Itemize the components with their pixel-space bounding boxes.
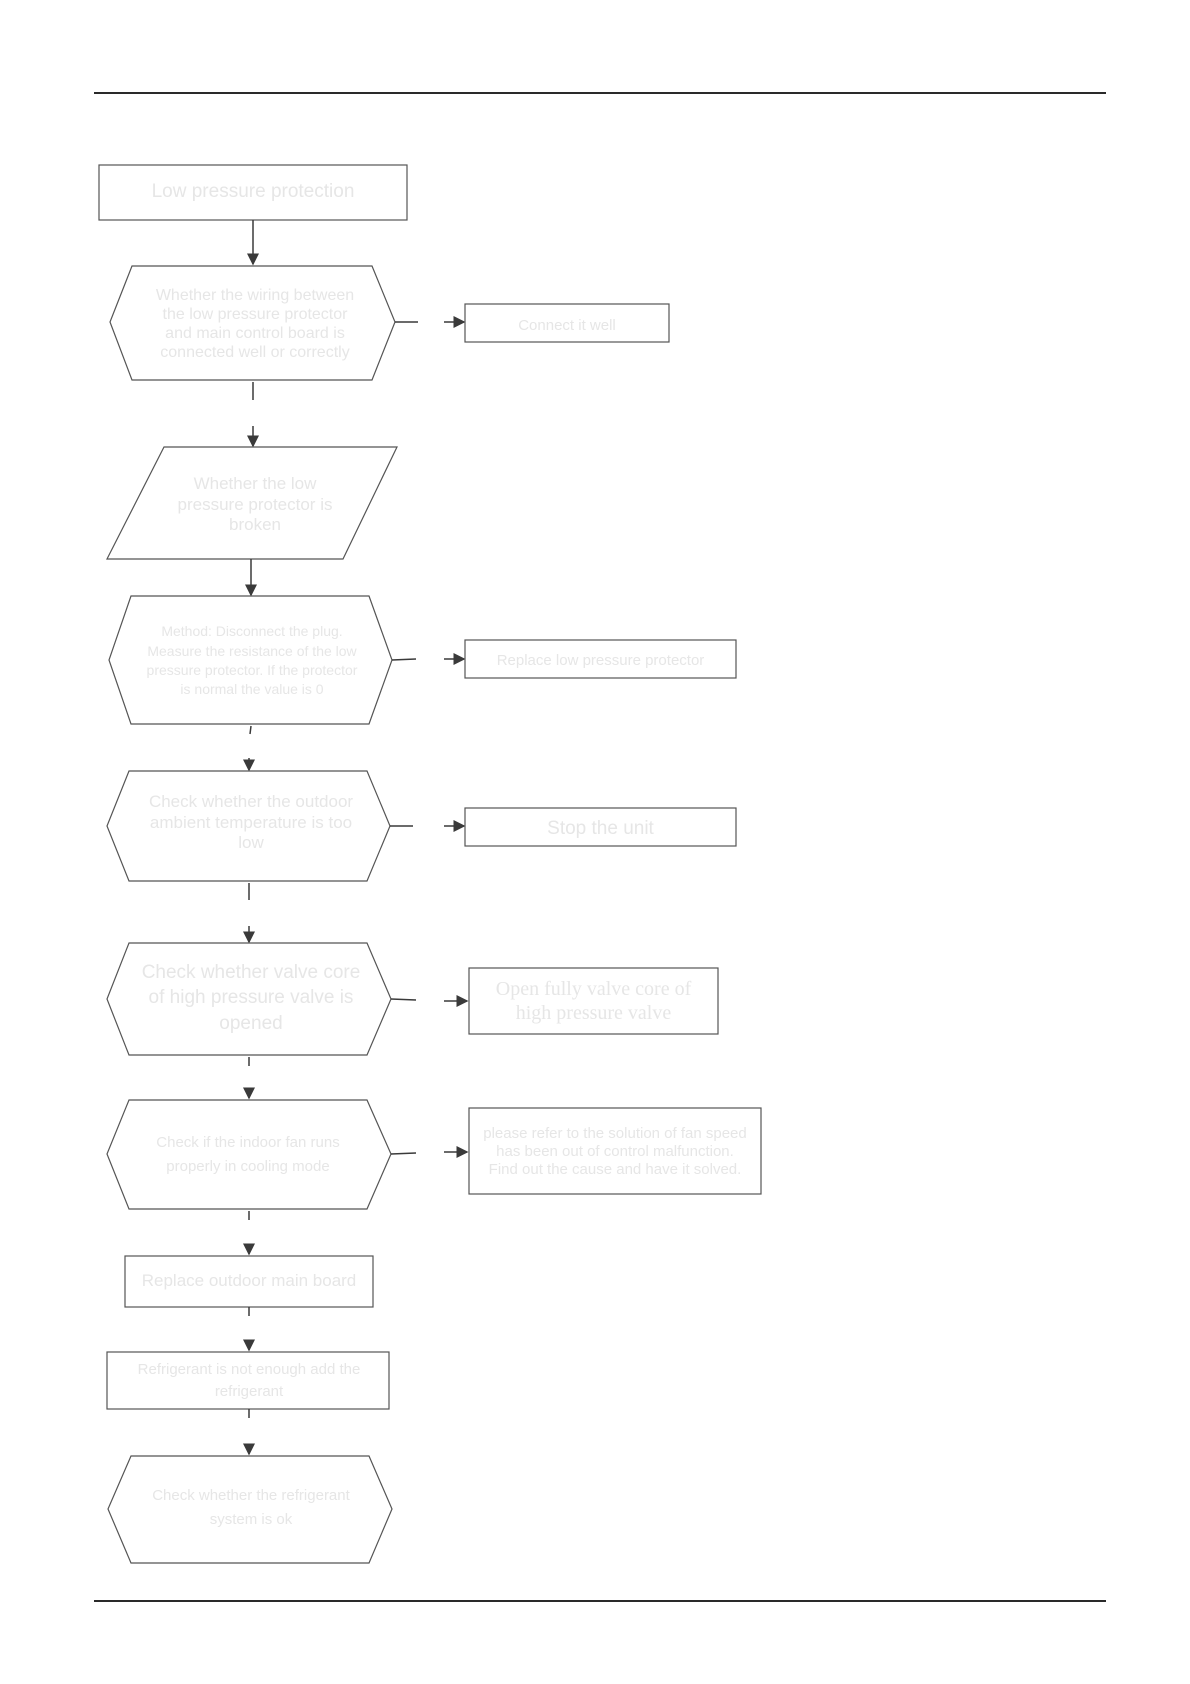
action-replace-protector-box (464, 639, 737, 679)
step-fan-label: Check if the indoor fan runs properly in… (156, 1134, 340, 1175)
connector (390, 1152, 417, 1155)
step-method-label: Method: Disconnect the plug. Measure the… (146, 623, 358, 698)
method-hexagon (108, 595, 393, 725)
step-refrigerant-ok-label: Check whether the refrigerant system is … (152, 1487, 350, 1528)
decision-fan-hexagon (106, 1099, 392, 1210)
action-stop-box (464, 807, 737, 847)
decision-refrigerant-hexagon (107, 1455, 393, 1564)
step-protector-label: Whether the low pressure protector is br… (177, 474, 333, 535)
action-open-valve-box (468, 967, 719, 1035)
connector (391, 658, 417, 661)
connector (390, 998, 417, 1001)
step-wiring-label: Whether the wiring between the low press… (155, 286, 355, 362)
refrigerant-box (106, 1351, 390, 1410)
step-valve-label: Check whether valve core of high pressur… (141, 961, 361, 1034)
replace-board-box (124, 1255, 374, 1308)
decision-ambient-hexagon (106, 770, 391, 882)
action-open-valve-label: Open fully valve core of high pressure v… (495, 978, 692, 1024)
step-ambient-label: Check whether the outdoor ambient temper… (148, 792, 354, 853)
header-rule (94, 92, 1106, 94)
decision-valve-hexagon (106, 942, 392, 1056)
step-replace-board-label: Replace outdoor main board (141, 1271, 357, 1291)
action-fan-solution-label: please refer to the solution of fan spee… (483, 1125, 747, 1178)
action-replace-protector-label: Replace low pressure protector (496, 652, 705, 669)
decision-wiring-hexagon (109, 265, 396, 381)
decision-protector-parallelogram (106, 446, 398, 560)
footer-rule (94, 1600, 1106, 1602)
step-refrigerant-label: Refrigerant is not enough add the refrig… (137, 1360, 361, 1401)
connector (249, 725, 252, 735)
start-box (98, 164, 408, 221)
action-connect-box (464, 303, 670, 343)
action-stop-label: Stop the unit (547, 817, 654, 839)
start-label: Low pressure protection (151, 181, 355, 203)
action-connect-label: Connect it well (518, 317, 616, 334)
action-fan-solution-box (468, 1107, 762, 1195)
